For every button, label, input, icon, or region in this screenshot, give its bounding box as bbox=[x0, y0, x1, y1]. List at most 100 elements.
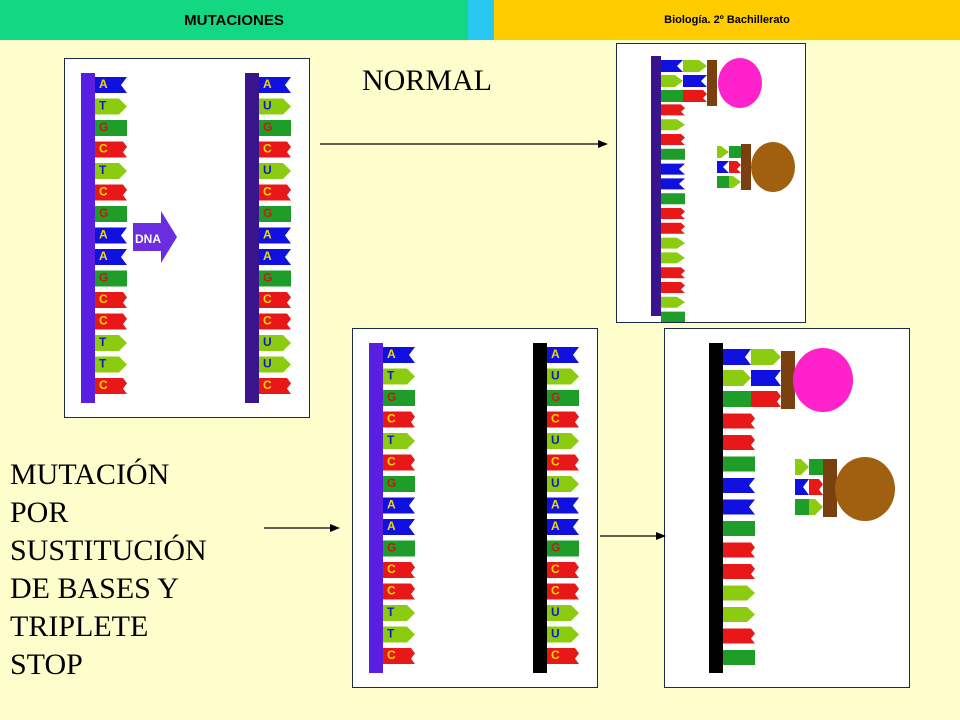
mutant-chain-5 bbox=[723, 456, 755, 472]
rna-mutant-base-12-letter: U bbox=[551, 605, 560, 619]
mutant-chain-3 bbox=[723, 413, 755, 429]
mutant-chain-13 bbox=[723, 628, 755, 644]
mutant-dna-backbone bbox=[369, 343, 383, 673]
rna-mutant-base-7 bbox=[547, 497, 579, 514]
rna-mutant-base-8 bbox=[547, 519, 579, 535]
mutant-protein-backbone bbox=[709, 343, 723, 673]
header-title-left: MUTACIONES bbox=[0, 0, 468, 40]
protein-chain-17 bbox=[661, 311, 685, 322]
dna-mutant-base-5-letter: C bbox=[387, 455, 396, 469]
dna-normal-base-0-letter: A bbox=[99, 77, 108, 91]
rna-normal-base-1 bbox=[259, 98, 291, 115]
trna-right-1 bbox=[729, 161, 741, 173]
rna-normal-base-12 bbox=[259, 335, 291, 351]
dna-mutant-base-10 bbox=[383, 562, 415, 578]
mutant-trna-right-1 bbox=[809, 479, 823, 495]
rna-normal-base-9-letter: G bbox=[263, 271, 272, 285]
rna-mutant-base-0 bbox=[547, 347, 579, 363]
mutant-top-left-1 bbox=[723, 370, 751, 386]
protein-chain-11 bbox=[661, 222, 685, 234]
protein-chain-10 bbox=[661, 208, 685, 219]
dna-mutant-base-2 bbox=[383, 390, 415, 406]
rna-normal-base-2 bbox=[259, 120, 291, 136]
protein-top-right-2 bbox=[683, 90, 707, 102]
rna-normal-base-7-letter: A bbox=[263, 228, 272, 242]
rna-mutant-base-6 bbox=[547, 476, 579, 492]
protein-normal-svg bbox=[651, 56, 795, 322]
mutant-chain-9 bbox=[723, 542, 755, 558]
dna-mutant-base-13-letter: T bbox=[387, 627, 395, 641]
trna-right-0 bbox=[729, 146, 741, 158]
dna-mutant-base-6 bbox=[383, 476, 415, 492]
arrow-normal bbox=[320, 140, 608, 148]
rna-mutant-base-8-letter: A bbox=[551, 519, 560, 533]
dna-mutant-base-1-letter: T bbox=[387, 369, 395, 383]
mutant-top-right-1 bbox=[751, 370, 781, 386]
mutant-top-left-2 bbox=[723, 391, 751, 407]
dna-normal-base-11-letter: C bbox=[99, 314, 108, 328]
dna-mutant-base-3 bbox=[383, 411, 415, 428]
dna-arrow-shape bbox=[133, 211, 177, 263]
protein-chain-8 bbox=[661, 178, 685, 190]
protein-chain-6 bbox=[661, 148, 685, 160]
rna-mutant-base-0-letter: A bbox=[551, 347, 560, 361]
rna-normal-base-11 bbox=[259, 313, 291, 330]
brown-circle bbox=[751, 142, 795, 192]
mutant-protein-bases bbox=[723, 349, 781, 665]
dna-mutant-base-7 bbox=[383, 497, 415, 514]
header-divider bbox=[468, 0, 494, 40]
arrow-mutation-left bbox=[264, 524, 340, 532]
dna-backbone-left bbox=[81, 73, 95, 403]
protein-backbone bbox=[651, 56, 661, 316]
rna-normal-base-8 bbox=[259, 249, 291, 265]
rna-mutant-base-12 bbox=[547, 605, 579, 621]
mutant-chain-11 bbox=[723, 585, 755, 601]
rna-normal-base-5 bbox=[259, 184, 291, 201]
rna-mutant-base-7-letter: A bbox=[551, 498, 560, 512]
rna-normal-base-9 bbox=[259, 270, 291, 287]
protein-top-left-2 bbox=[661, 90, 683, 102]
rna-normal-base-5-letter: C bbox=[263, 185, 272, 199]
dna-normal-base-12-letter: T bbox=[99, 335, 107, 349]
dna-normal-base-1 bbox=[95, 98, 127, 115]
dna-mutant-base-14-letter: C bbox=[387, 648, 396, 662]
rna-normal-base-0 bbox=[259, 77, 291, 93]
arrow-mutation-right bbox=[600, 532, 666, 540]
rna-normal-base-14 bbox=[259, 378, 291, 394]
rna-mutant-base-10 bbox=[547, 562, 579, 578]
protein-normal-bases bbox=[661, 60, 707, 322]
protein-chain-14 bbox=[661, 267, 685, 279]
rna-normal-base-14-letter: C bbox=[263, 378, 272, 392]
dna-normal-base-2-letter: G bbox=[99, 120, 108, 134]
protein-mutant-svg bbox=[709, 343, 895, 673]
rna-mutant-base-5-letter: C bbox=[551, 455, 560, 469]
dna-mutant-base-2-letter: G bbox=[387, 390, 396, 404]
protein-chain-12 bbox=[661, 237, 685, 249]
dna-normal-base-5-letter: C bbox=[99, 185, 108, 199]
dna-normal-base-14-letter: C bbox=[99, 378, 108, 392]
dna-normal-base-6 bbox=[95, 206, 127, 222]
protein-top-left-1 bbox=[661, 75, 683, 87]
rna-mutant-base-9-letter: G bbox=[551, 541, 560, 555]
mutant-trna-left-1 bbox=[795, 479, 809, 495]
dna-normal-base-9-letter: G bbox=[99, 271, 108, 285]
mutant-top-right-0 bbox=[751, 349, 781, 365]
mutant-magenta-circle bbox=[793, 348, 853, 412]
protein-top-right-0 bbox=[683, 60, 707, 72]
rna-normal-base-13-letter: U bbox=[263, 357, 272, 371]
label-mutation: MUTACIÓN POR SUSTITUCIÓN DE BASES Y TRIP… bbox=[10, 458, 207, 681]
mutant-trna-left-0 bbox=[795, 459, 809, 475]
mutant-trna-right-0 bbox=[809, 459, 823, 475]
rna-normal-base-10 bbox=[259, 292, 291, 308]
protein-chain-3 bbox=[661, 104, 685, 116]
rna-mutant-base-11 bbox=[547, 583, 579, 600]
dna-mutant-base-12 bbox=[383, 605, 415, 621]
dna-mutant-base-11 bbox=[383, 583, 415, 600]
dna-normal-base-3 bbox=[95, 141, 127, 158]
mutant-chain-6 bbox=[723, 478, 755, 493]
rna-normal-base-6-letter: G bbox=[263, 206, 272, 220]
